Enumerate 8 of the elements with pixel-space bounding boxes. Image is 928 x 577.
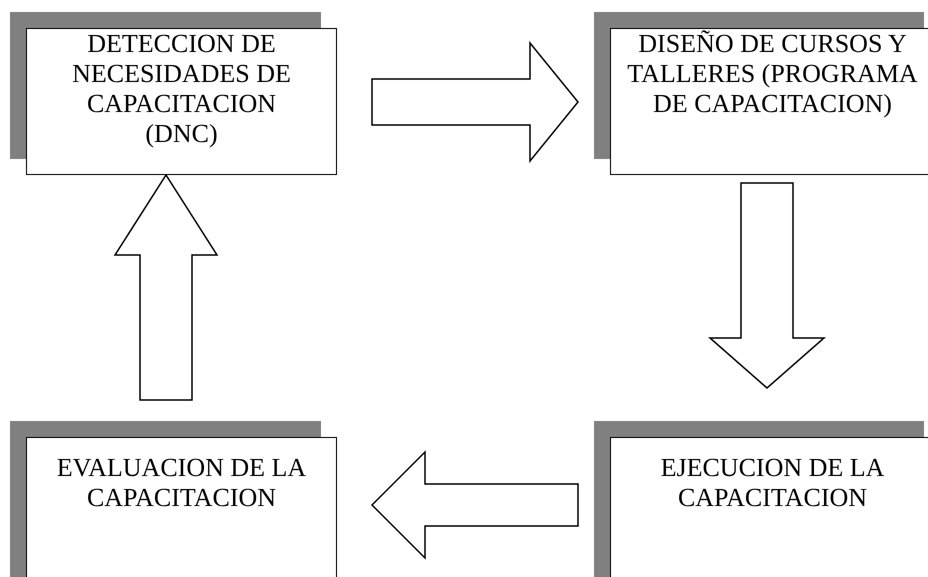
step-label: EVALUACION DE LA CAPACITACION — [56, 453, 308, 513]
step-label: DETECCION DE NECESIDADES DE CAPACITACION (DNC) — [71, 29, 292, 149]
step-label: EJECUCION DE LA CAPACITACION — [660, 453, 886, 513]
block-arrow — [370, 450, 579, 560]
block-arrow — [114, 174, 218, 401]
block-arrow — [708, 182, 826, 389]
step-label: DISEÑO DE CURSOS Y TALLERES (PROGRAMA DE CAPACITACION) — [626, 29, 919, 119]
block-arrow — [371, 40, 579, 164]
